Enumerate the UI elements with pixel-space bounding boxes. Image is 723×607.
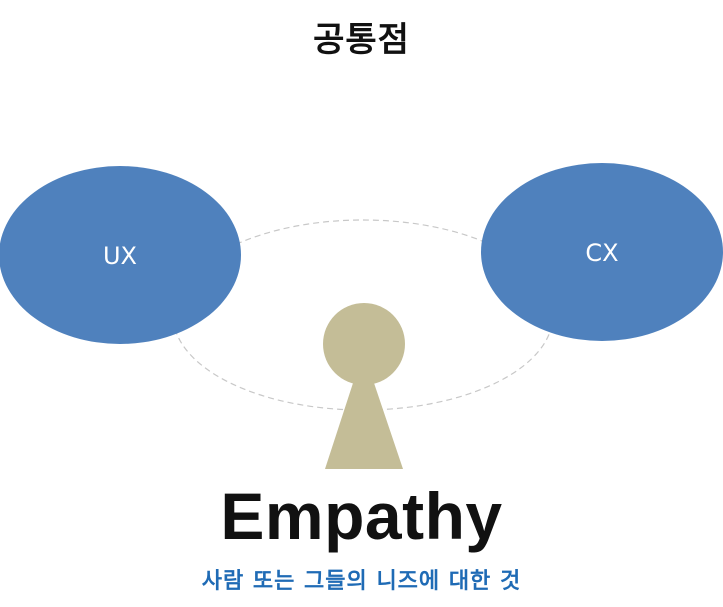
cx-ellipse xyxy=(481,163,723,341)
cx-label: CX xyxy=(585,239,618,267)
ux-label: UX xyxy=(103,242,137,270)
subtitle: 사람 또는 그들의 니즈에 대한 것 xyxy=(201,569,522,594)
ux-ellipse xyxy=(0,166,241,344)
person-head xyxy=(323,303,405,385)
cx-node: CX xyxy=(481,163,723,341)
ux-node: UX xyxy=(0,166,241,344)
person-body xyxy=(325,380,403,469)
headline: Empathy xyxy=(220,479,503,553)
person-icon xyxy=(323,303,405,469)
page-title: 공통점 xyxy=(313,20,410,60)
